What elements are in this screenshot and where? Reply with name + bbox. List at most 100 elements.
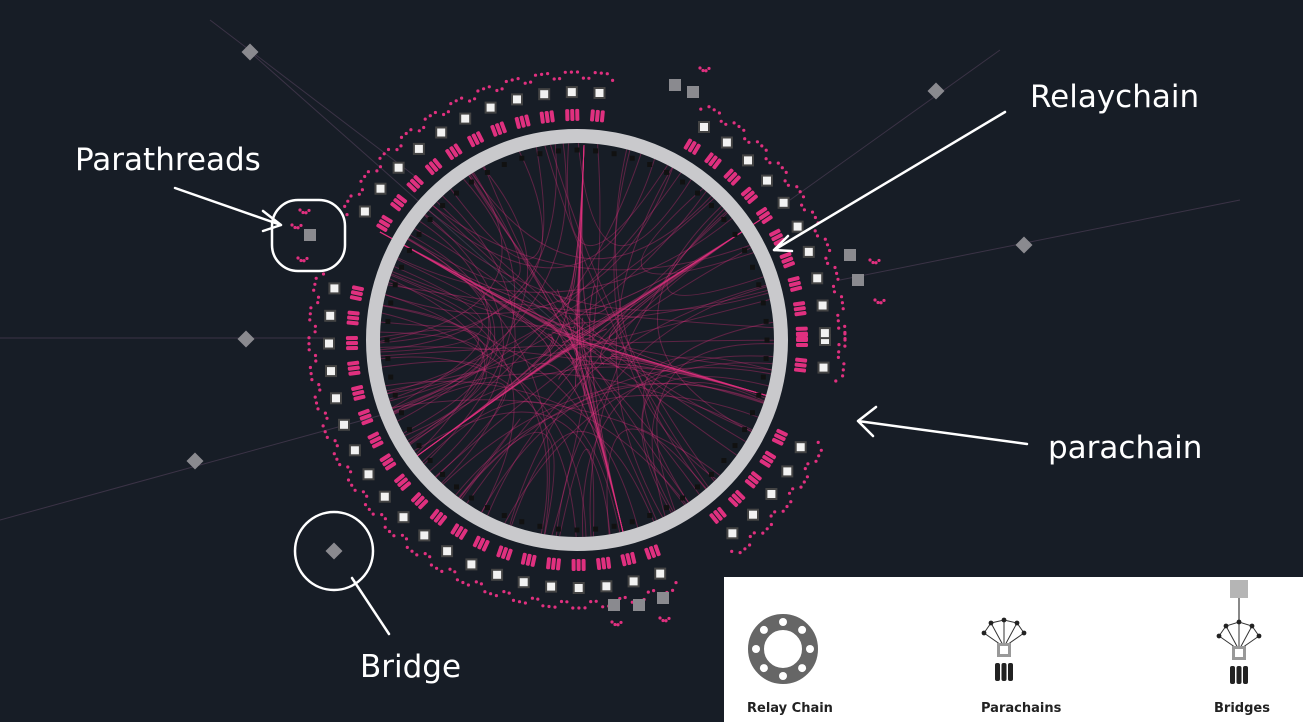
relay-chain-legend-label: Relay Chain (747, 701, 833, 716)
connection-line (509, 231, 743, 526)
connection-line (416, 322, 586, 457)
collator-bar (371, 440, 384, 449)
parathread-node (299, 258, 303, 263)
parathread-square (633, 599, 645, 611)
parachain-node (309, 372, 313, 376)
legend-ring-hole (759, 625, 768, 634)
parachain-square (654, 567, 667, 580)
parachain-slot (728, 489, 746, 508)
collator-bar (758, 211, 770, 220)
collator-bar (514, 116, 521, 129)
parathread-node (616, 623, 620, 627)
connection-line (379, 231, 597, 353)
parachain-node (387, 529, 392, 534)
parachain-square (761, 174, 773, 187)
relaychain-callout: Relaychain (1030, 79, 1200, 115)
parachain-node (310, 378, 314, 382)
relay-chain-legend-icon (748, 614, 818, 684)
parachain-node (345, 213, 349, 217)
parachain-node (346, 465, 350, 469)
bridge-node (237, 330, 255, 348)
parachain-node (423, 117, 427, 121)
parachain-node (748, 543, 752, 547)
parachain-slot (546, 557, 561, 571)
parachain-node (321, 424, 325, 428)
parachain-node (819, 448, 823, 452)
collator-bar (347, 365, 360, 371)
parachain-square (517, 576, 530, 589)
connection-line (432, 205, 738, 456)
validator-dot (406, 247, 412, 253)
connection-line (380, 331, 484, 410)
parachain-node (813, 229, 817, 233)
parachain-node (380, 513, 384, 517)
parathread-clusters (290, 66, 886, 627)
collator-bar (751, 471, 762, 481)
validator-dot (721, 458, 727, 463)
collator-bar (779, 251, 792, 259)
parachain-node (482, 87, 486, 91)
connection-line (416, 345, 575, 457)
legend-ring-hole (759, 664, 768, 673)
collator-bar (773, 237, 786, 246)
parachain-slot (590, 109, 605, 123)
collator-bar (351, 384, 364, 392)
connection-line (551, 331, 776, 399)
parachain-node (429, 563, 433, 567)
connection-line (610, 353, 776, 399)
connection-line (379, 231, 578, 341)
parachain-node (546, 72, 550, 76)
connection-line (510, 430, 655, 526)
collator-bar (345, 341, 359, 346)
validator-dot (593, 148, 599, 154)
parathread-node (698, 66, 702, 70)
parathread-node (868, 258, 872, 262)
connection-line (468, 175, 752, 432)
validator-dot (574, 147, 580, 153)
parachain-node (536, 597, 540, 601)
collator-bar (601, 557, 607, 570)
parachain-square (747, 508, 759, 521)
parachain-node (474, 580, 478, 584)
parachain-node (836, 277, 840, 281)
parachain-square (817, 361, 830, 374)
connection-line (383, 304, 488, 434)
collator-bar (683, 138, 693, 150)
parachain-node (530, 596, 535, 600)
connection-line (416, 342, 573, 457)
parachain-node (335, 444, 339, 448)
connection-line (380, 356, 577, 538)
relay-validator-dots (384, 147, 770, 533)
validator-dot (647, 513, 653, 518)
collator-bar (501, 547, 508, 559)
collator-bar (796, 336, 809, 341)
collator-bar (549, 110, 555, 123)
parathread-node (619, 620, 623, 625)
parachain-node (843, 330, 847, 335)
collator-bar (353, 394, 366, 401)
parachain-square (459, 112, 472, 125)
connection-line (613, 150, 717, 480)
validator-dot (732, 231, 738, 237)
connection-line (416, 342, 578, 457)
collator-bar (350, 290, 363, 297)
validator-dot (385, 356, 391, 362)
parachain-square (593, 87, 606, 99)
connection-line (561, 219, 761, 343)
parachain-node (783, 179, 787, 183)
connection-line (575, 339, 776, 399)
connection-line (589, 208, 725, 537)
connection-line (651, 382, 765, 517)
collator-bar (771, 233, 783, 242)
parachain-node (343, 204, 347, 208)
connection-line (666, 211, 764, 296)
parachain-square (374, 182, 387, 195)
validator-dot (406, 427, 412, 433)
parachain-node (707, 105, 711, 109)
connection-line (582, 382, 624, 533)
parachain-slot (771, 428, 788, 446)
connection-line (579, 144, 585, 365)
collator-bar (346, 320, 359, 326)
collator-bar (519, 115, 526, 128)
parachain-square (545, 580, 558, 593)
